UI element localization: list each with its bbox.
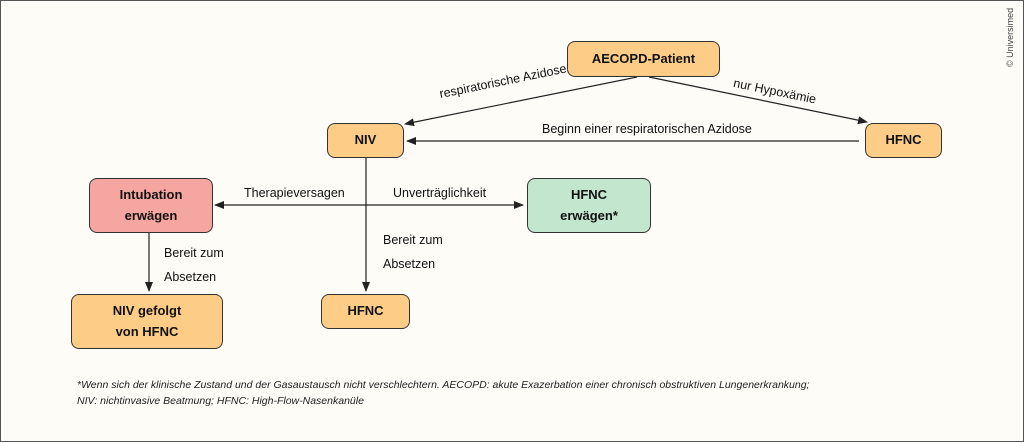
- node-niv-then-hfnc: NIV gefolgt von HFNC: [71, 294, 223, 349]
- node-hfnc-consider-line1: HFNC: [570, 186, 608, 202]
- node-hfnc-right: HFNC: [865, 123, 942, 158]
- label-begin-acidosis: Beginn einer respiratorischen Azidose: [542, 122, 752, 136]
- footnote: *Wenn sich der klinische Zustand und der…: [77, 377, 817, 410]
- node-niv: NIV: [327, 123, 404, 158]
- node-intubation-line2: erwägen: [124, 207, 178, 223]
- label-therapy-failure: Therapieversagen: [244, 186, 345, 200]
- node-hfnc-bottom: HFNC: [321, 294, 410, 329]
- node-hfnc-consider: HFNC erwägen*: [527, 178, 651, 233]
- node-niv-then-hfnc-line2: von HFNC: [115, 323, 179, 339]
- label-weaning-left: Bereit zum Absetzen: [164, 241, 224, 289]
- node-aecopd-patient: AECOPD-Patient: [567, 41, 720, 77]
- copyright-text: © Universimed: [1005, 7, 1015, 67]
- footnote-line2: NIV: nichtinvasive Beatmung; HFNC: High-…: [77, 395, 364, 408]
- label-weaning-left-line1: Bereit zum: [164, 246, 224, 260]
- node-hfnc-consider-line2: erwägen*: [560, 207, 618, 223]
- label-weaning-center-line2: Absetzen: [383, 257, 436, 271]
- edge-aecopd-to-niv: [404, 76, 638, 127]
- node-intubation: Intubation erwägen: [89, 178, 213, 233]
- label-weaning-center: Bereit zum Absetzen: [383, 228, 443, 276]
- node-intubation-line1: Intubation: [119, 186, 183, 202]
- label-weaning-center-line1: Bereit zum: [383, 233, 443, 247]
- edge-aecopd-to-hfnc: [648, 76, 868, 125]
- node-niv-then-hfnc-line1: NIV gefolgt: [112, 302, 182, 318]
- footnote-line1: *Wenn sich der klinische Zustand und der…: [77, 379, 810, 391]
- label-weaning-left-line2: Absetzen: [164, 270, 217, 284]
- label-intolerance: Unverträglichkeit: [393, 186, 487, 200]
